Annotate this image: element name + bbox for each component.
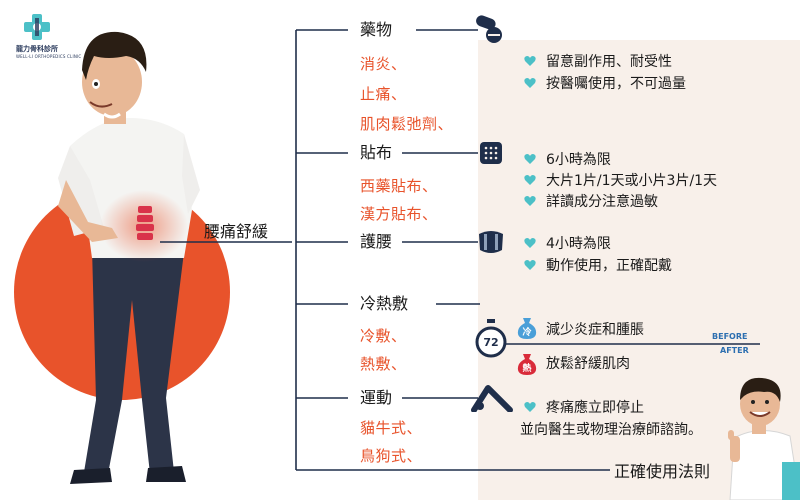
heart-icon [524, 402, 536, 412]
patch-item: 漢方貼布、 [360, 205, 438, 223]
medicine-item: 消炎、 [360, 55, 407, 73]
after-label: AFTER [720, 346, 749, 355]
hotcold-item: 冷敷、 [360, 327, 407, 345]
cold-tip: 減少炎症和腫脹 [546, 322, 644, 338]
tip-text: 詳讀成分注意過敏 [546, 194, 658, 210]
medicine-item: 止痛、 [360, 85, 407, 103]
category-brace: 護腰 [360, 232, 393, 251]
heart-icon [524, 154, 536, 164]
heart-icon [524, 238, 536, 248]
tip-text: 留意副作用、耐受性 [546, 54, 672, 70]
tip-text: 動作使用，正確配戴 [546, 258, 672, 274]
before-label: BEFORE [712, 332, 748, 341]
tip-line: 按醫囑使用，不可過量 [524, 74, 686, 94]
clinic-name: 龍力骨科診所 [16, 45, 58, 53]
tip-text: 4小時為限 [546, 236, 611, 252]
heart-icon [524, 196, 536, 206]
tip-line: 疼痛應立即停止 [524, 398, 644, 418]
hotcold-item: 熱敷、 [360, 355, 407, 373]
exercise-item: 鳥狗式、 [360, 447, 423, 465]
clinic-subtitle: WELL-LI ORTHOPEDICS CLINIC [16, 54, 82, 59]
exercise-item: 貓牛式、 [360, 419, 423, 437]
yoga-pose-icon [471, 385, 513, 412]
category-exercise: 運動 [360, 388, 393, 407]
tip-line: 動作使用，正確配戴 [524, 256, 672, 276]
tip-line: 詳讀成分注意過敏 [524, 192, 658, 212]
tip-line: 大片1片/1天或小片3片/1天 [524, 171, 718, 191]
tip-line: 6小時為限 [524, 150, 611, 170]
tip-text: 按醫囑使用，不可過量 [546, 76, 686, 92]
category-hot-cold: 冷熱敷 [360, 294, 409, 313]
category-medicine: 藥物 [360, 20, 393, 39]
cold-badge: 冷 [522, 328, 532, 338]
heart-icon [524, 56, 536, 66]
stopwatch-icon [475, 319, 507, 358]
medicine-item: 肌肉鬆弛劑、 [360, 115, 454, 133]
hot-tip: 放鬆舒緩肌肉 [546, 356, 630, 372]
tip-line: 4小時為限 [524, 234, 611, 254]
patch-item: 西藥貼布、 [360, 177, 438, 195]
tip-text: 大片1片/1天或小片3片/1天 [546, 173, 718, 189]
tip-text: 疼痛應立即停止 [546, 400, 644, 416]
tips-panel [478, 40, 800, 500]
back-brace-icon [479, 231, 503, 253]
heart-icon [524, 260, 536, 270]
footer-title: 正確使用法則 [614, 462, 711, 481]
category-patch: 貼布 [360, 143, 393, 162]
heart-icon [524, 78, 536, 88]
pill-icon [476, 15, 502, 43]
clinic-logo-icon [24, 14, 50, 40]
center-label: 腰痛舒緩 [204, 222, 269, 241]
back-pain-person-illustration [14, 31, 230, 484]
stopwatch-hours: 72 [483, 336, 499, 349]
patch-icon [480, 142, 502, 164]
thumbs-up-character-illustration [728, 377, 800, 500]
heart-icon [524, 175, 536, 185]
ice-bag-icon [517, 318, 537, 339]
tip-line: 留意副作用、耐受性 [524, 52, 672, 72]
hot-bag-icon [517, 354, 537, 375]
hot-badge: 熱 [522, 364, 532, 374]
tip-text: 6小時為限 [546, 152, 611, 168]
tip-line-continued: 並向醫生或物理治療師諮詢。 [520, 422, 702, 438]
